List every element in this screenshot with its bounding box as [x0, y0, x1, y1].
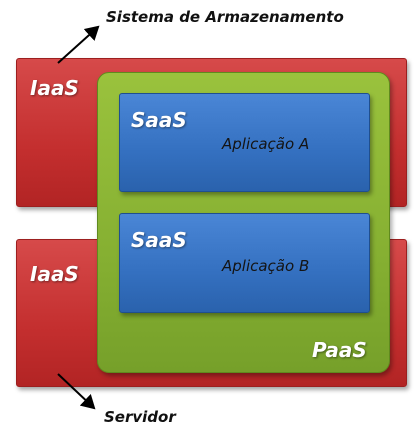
application-a-label: Aplicação A [222, 135, 310, 153]
storage-annotation: Sistema de Armazenamento [106, 8, 344, 26]
saas-a-label: SaaS [131, 108, 187, 132]
iaas-bottom-label: IaaS [30, 262, 79, 286]
saas-block-a [119, 93, 370, 192]
iaas-top-label: IaaS [30, 76, 79, 100]
paas-label: PaaS [312, 338, 367, 362]
server-annotation: Servidor [104, 408, 176, 426]
server-arrow [57, 373, 96, 410]
saas-block-b [119, 213, 370, 313]
storage-arrow [57, 25, 100, 64]
application-b-label: Aplicação B [222, 257, 310, 275]
saas-b-label: SaaS [131, 228, 187, 252]
